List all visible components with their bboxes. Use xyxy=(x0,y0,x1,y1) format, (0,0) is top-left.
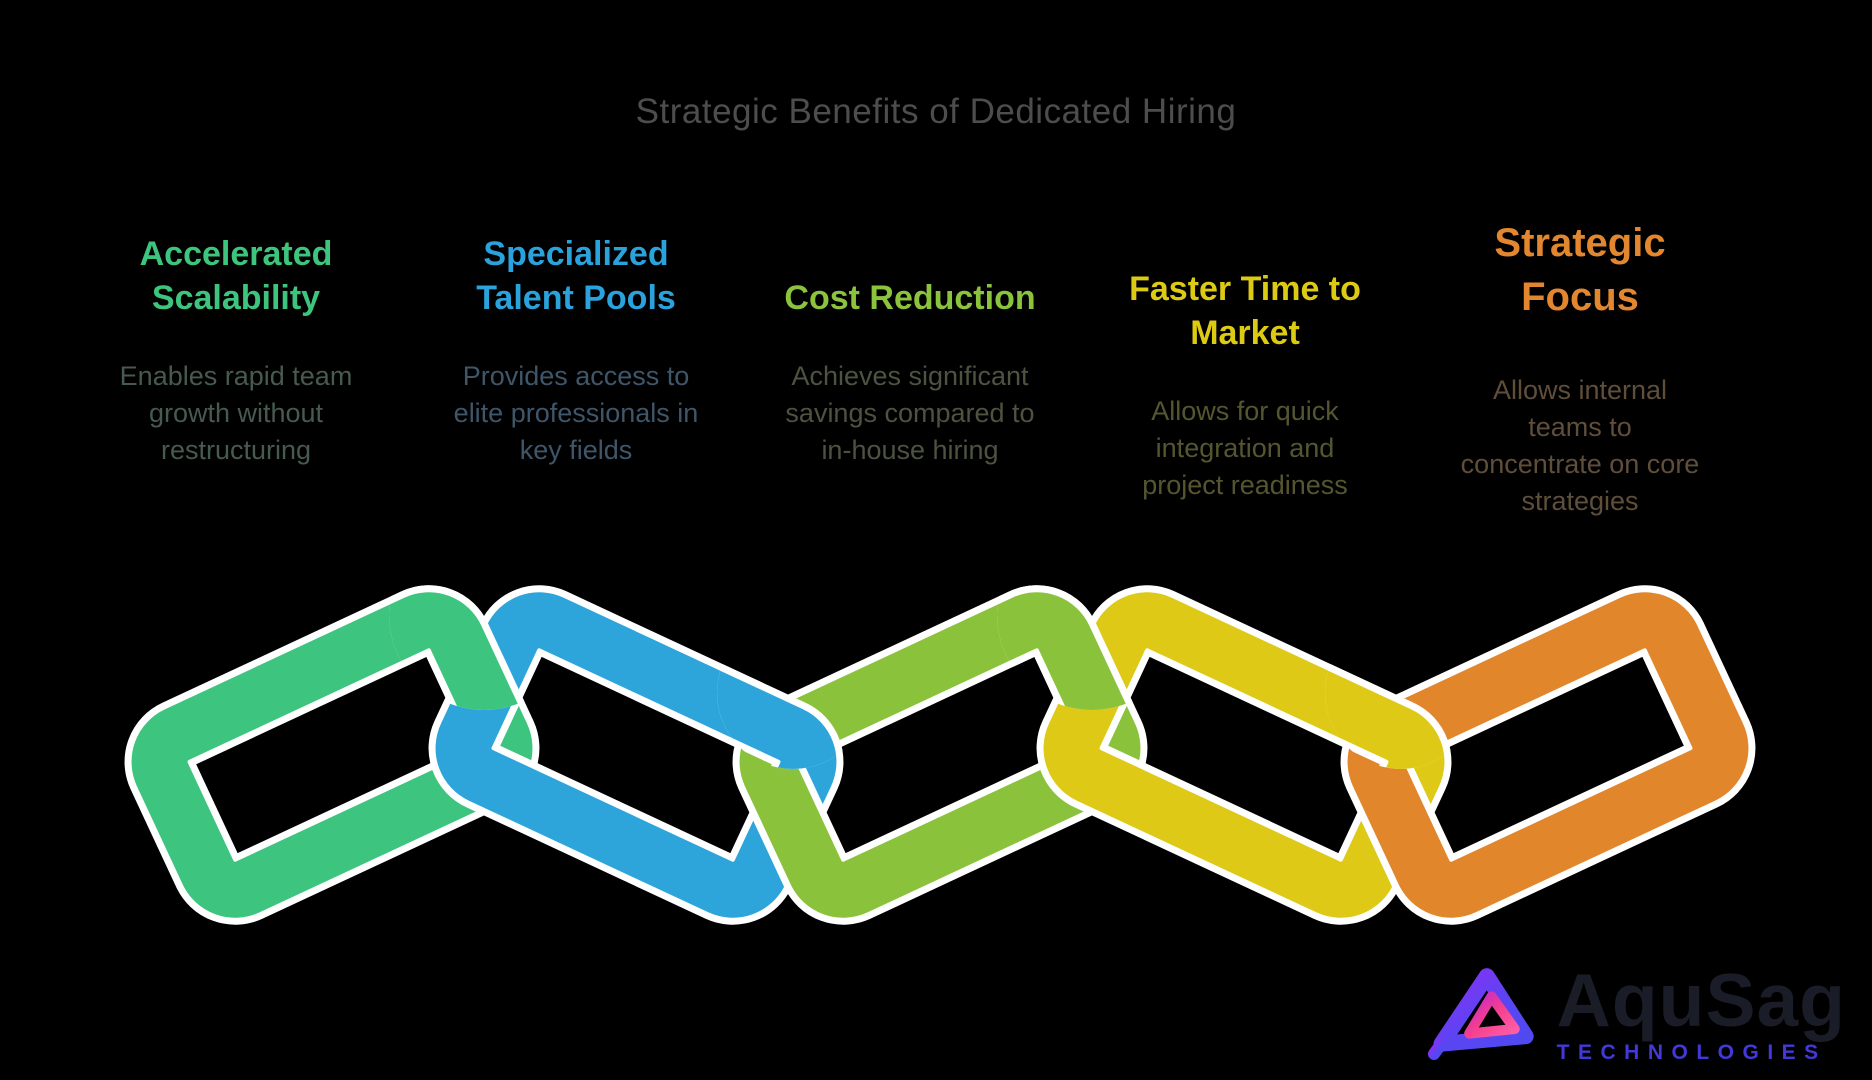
benefit-heading: Specialized Talent Pools xyxy=(476,234,676,317)
benefit-column-strategic-focus: Strategic Focus Allows internal teams to… xyxy=(1420,184,1740,520)
benefit-heading: Faster Time to Market xyxy=(1129,269,1361,352)
logo-tagline: TECHNOLOGIES xyxy=(1556,1040,1827,1064)
benefit-column-faster-time-to-market: Faster Time to Market Allows for quick i… xyxy=(1075,215,1415,504)
benefit-heading-box: Faster Time to Market xyxy=(1075,215,1415,355)
benefit-description: Provides access to elite professionals i… xyxy=(453,361,699,465)
benefit-heading-box: Specialized Talent Pools xyxy=(406,180,746,320)
aqusag-triangle-logo-icon xyxy=(1427,968,1534,1060)
benefit-description: Achieves significant savings compared to… xyxy=(785,361,1035,465)
benefit-description: Enables rapid team growth without restru… xyxy=(119,361,353,465)
aqusag-logo: AquSag TECHNOLOGIES xyxy=(1427,958,1846,1066)
benefit-column-specialized-talent-pools: Specialized Talent Pools Provides access… xyxy=(406,180,746,469)
page-title: Strategic Benefits of Dedicated Hiring xyxy=(635,92,1237,131)
benefit-heading-box: Cost Reduction xyxy=(740,180,1080,320)
logo-company-name: AquSag xyxy=(1556,958,1846,1043)
benefit-heading-box: Accelerated Scalability xyxy=(66,180,406,320)
benefit-description: Allows for quick integration and project… xyxy=(1142,396,1348,500)
aqusag-logo-text: AquSag TECHNOLOGIES xyxy=(1556,958,1846,1064)
benefit-description: Allows internal teams to concentrate on … xyxy=(1460,375,1700,516)
benefit-heading-box: Strategic Focus xyxy=(1420,184,1740,324)
benefit-column-accelerated-scalability: Accelerated Scalability Enables rapid te… xyxy=(66,180,406,469)
benefit-heading: Accelerated Scalability xyxy=(139,234,333,317)
benefit-heading: Strategic Focus xyxy=(1494,221,1666,319)
benefit-heading: Cost Reduction xyxy=(784,278,1036,317)
benefit-column-cost-reduction: Cost Reduction Achieves significant savi… xyxy=(740,180,1080,469)
